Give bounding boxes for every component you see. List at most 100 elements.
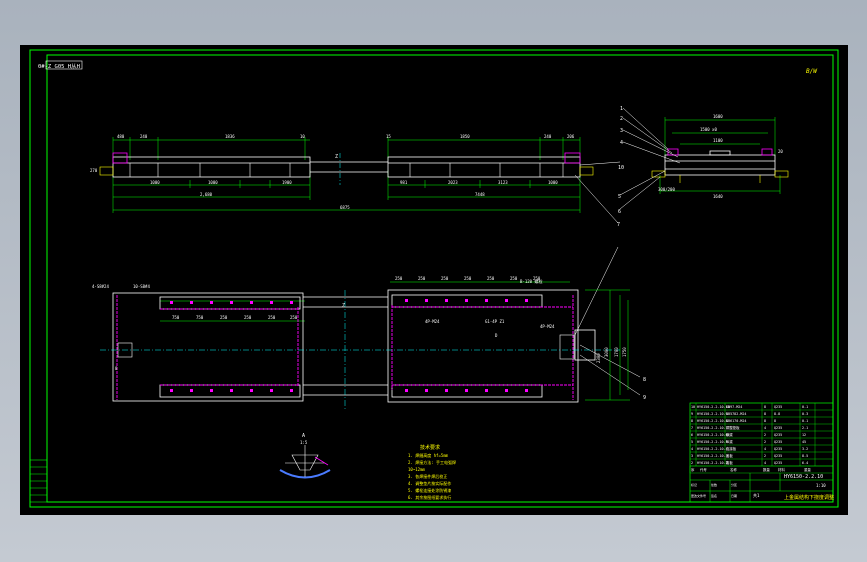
dim-top-2: 1836 [225,134,235,139]
elevation-center-mark: Z [335,154,338,160]
plan-bottom-space-3: 250 [244,315,252,320]
dim-bottom-0: 1000 [150,180,160,185]
bom-table: 10 HY6150-2.2.10-10 GB97-M24 8 Q235 0.1 … [689,402,834,503]
bom-row-3-wt: 2.1 [802,426,808,430]
section-view: 1600 1500 x0 1100 1640 300/200 20 [651,114,789,199]
dim-bottom-2: 1900 [282,180,292,185]
bom-row-4-name: 横梁 [726,432,733,437]
callout-2: 2 [620,116,623,122]
note-item-6: 6. 其余按图纸要求执行 [408,494,451,500]
plan-callout-a: D [495,333,498,338]
section-right-dim: 20 [778,149,783,154]
outer-border [29,49,839,508]
plan-bottom-space-4: 250 [268,315,276,320]
plan-note-6: G1-4P Z1 [485,319,505,324]
plan-note-2: 10-S8#4 [133,284,150,289]
bom-header-4: 材料 [778,467,785,472]
section-left-dim: 300/200 [658,187,675,192]
plan-center-label: Z [342,303,345,309]
dim-top-7: 206 [567,134,575,139]
rev-label-5: 日期 [731,493,737,498]
callout-6: 6 [618,209,621,215]
bom-row-4-code: HY6150-2.2.10-6 [697,433,728,437]
bom-row-1-code: HY6150-2.2.10-9 [697,412,728,416]
cad-viewport[interactable]: 0#-Z G05 H从H B/W [20,45,848,515]
plan-right-dim-3: 1750 [622,347,627,357]
callout-4: 4 [620,140,623,146]
dim-bottom-6: 1000 [548,180,558,185]
bom-row-7-no: 3 [691,454,693,458]
callout-8: 8 [643,377,646,383]
title-text: 上金属结构下挠度调整 [784,494,834,501]
note-item-0: 1. 焊缝高度 hf=5mm [408,452,449,458]
bom-row-2-wt: 0.1 [802,419,808,423]
bom-row-8-code: HY6150-2.2.10-2 [697,461,728,465]
bom-row-6-wt: 3.2 [802,447,808,451]
bom-header-5: 重量 [804,467,811,472]
elevation-view: Z 480 240 1836 10 15 1850 240 206 1000 1… [90,134,594,213]
bom-row-3-code: HY6150-2.2.10-7 [697,426,728,430]
bom-row-4-wt: 12 [802,433,806,437]
bom-row-3-mat: Q235 [774,426,782,430]
callout-3: 3 [620,128,623,134]
plan-view: Z 250 250 250 250 250 250 250 750 750 25… [92,276,630,410]
rev-label-1: 处数 [711,482,717,487]
plan-callout-b: 8 [115,366,118,371]
corner-label: 0#-Z G05 H从H [38,64,80,70]
total-length-dim: 6875 [340,205,350,210]
note-item-1: 2. 焊接方法: 手工电弧焊 [408,459,456,465]
bom-row-6-mat: Q235 [774,447,782,451]
bom-row-8-no: 2 [691,461,693,465]
section-mid-width: 1100 [713,138,723,143]
bom-row-0-wt: 0.1 [802,405,808,409]
bom-header-2: 名称 [730,467,737,472]
bom-row-3-qty: 4 [764,426,766,430]
bom-row-2-qty: 8 [764,419,766,423]
overall-left-dim: 2,680 [200,192,213,197]
dim-top-4: 15 [386,134,391,139]
notes-title: 技术要求 [420,444,440,451]
scale-text: 1:10 [816,483,826,488]
bom-row-0-code: HY6150-2.2.10-10 [697,405,730,409]
bom-row-1-no: 9 [691,412,693,416]
bom-row-7-mat: Q235 [774,454,782,458]
bom-row-0-mat: Q235 [774,405,782,409]
dim-top-0: 480 [117,134,125,139]
note-item-3: 3. 各焊接件焊后校正 [408,473,447,479]
bom-row-2-no: 8 [691,419,693,423]
dim-bottom-1: 1000 [208,180,218,185]
plan-bottom-space-5: 250 [290,315,298,320]
callout-7: 7 [617,222,620,228]
bom-row-5-mat: Q235 [774,440,782,444]
plan-top-space-1: 250 [418,276,426,281]
section-top-width: 1600 [713,114,723,119]
dim-top-6: 240 [544,134,552,139]
bom-row-6-code: HY6150-2.2.10-4 [697,447,728,451]
bom-row-5-qty: 2 [764,440,766,444]
bom-header-1: 代号 [700,467,707,472]
bom-row-6-qty: 4 [764,447,766,451]
bolt-marks [170,299,528,392]
plan-note-5: 4P-M24 [540,324,555,329]
left-height-dim: 270 [90,168,98,173]
corner-label-box [45,60,83,70]
bom-row-2-name: GB6170-M24 [726,419,746,423]
callout-1: 1 [620,106,623,112]
detail-label: A [302,433,305,439]
bom-row-0-no: 10 [691,405,695,409]
plan-note-3: B-120 螺栓 [520,278,542,284]
detail-scale: 1:5 [300,440,308,445]
plan-right-dim-0: 2300 [596,353,601,363]
bom-row-7-name: 盖板 [726,453,733,458]
bom-row-7-qty: 2 [764,454,766,458]
plan-right-dim-2: 1700 [614,347,619,357]
bom-row-6-no: 4 [691,447,693,451]
bom-row-0-qty: 8 [764,405,766,409]
bom-row-7-code: HY6150-2.2.10-3 [697,454,728,458]
dim-top-3: 10 [300,134,305,139]
rev-label-0: 标记 [691,482,697,487]
bom-row-2-code: HY6150-2.2.10-8 [697,419,728,423]
rev-label-4: 签名 [711,493,717,498]
plan-top-space-4: 250 [487,276,495,281]
drawing-canvas: 0#-Z G05 H从H B/W [29,49,839,508]
